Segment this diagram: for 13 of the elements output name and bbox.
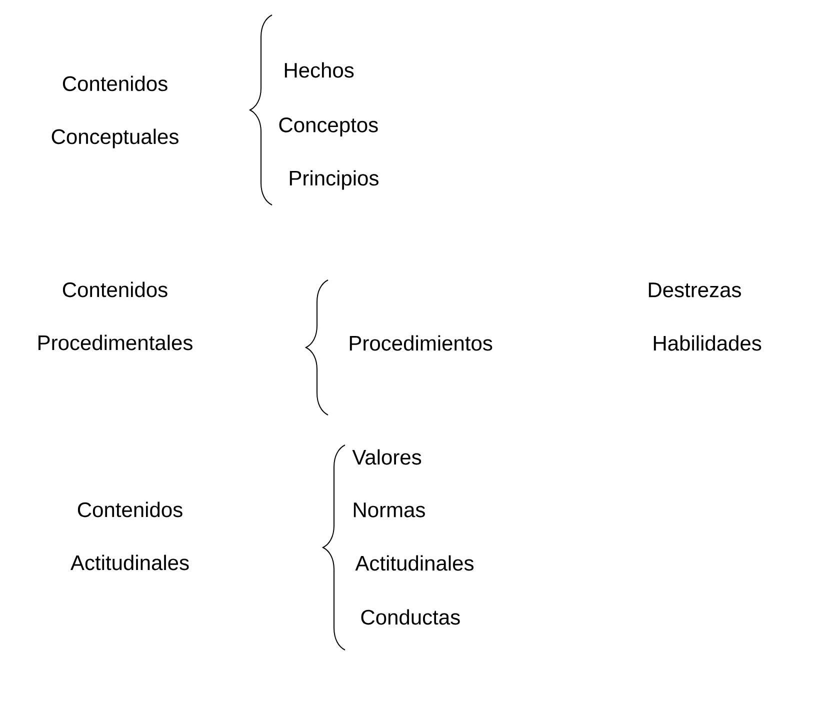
item-label: Principios <box>290 170 378 190</box>
category-label: Contenidos Procedimentales <box>38 282 192 350</box>
item-label: Conductas <box>361 609 460 625</box>
item-label: Habilidades <box>654 335 762 351</box>
item-label: Procedimientos <box>350 335 492 351</box>
category-label: Contenidos Conceptuales <box>52 76 178 148</box>
item-label: Destrezas <box>648 282 741 298</box>
item-label: Actitudinales <box>355 555 474 571</box>
item-label: Normas <box>354 502 425 518</box>
item-label: Valores <box>352 449 422 465</box>
category-label: Contenidos Actitudinales <box>70 502 189 570</box>
item-label: Hechos <box>284 62 354 78</box>
item-label: Conceptos <box>279 118 378 137</box>
